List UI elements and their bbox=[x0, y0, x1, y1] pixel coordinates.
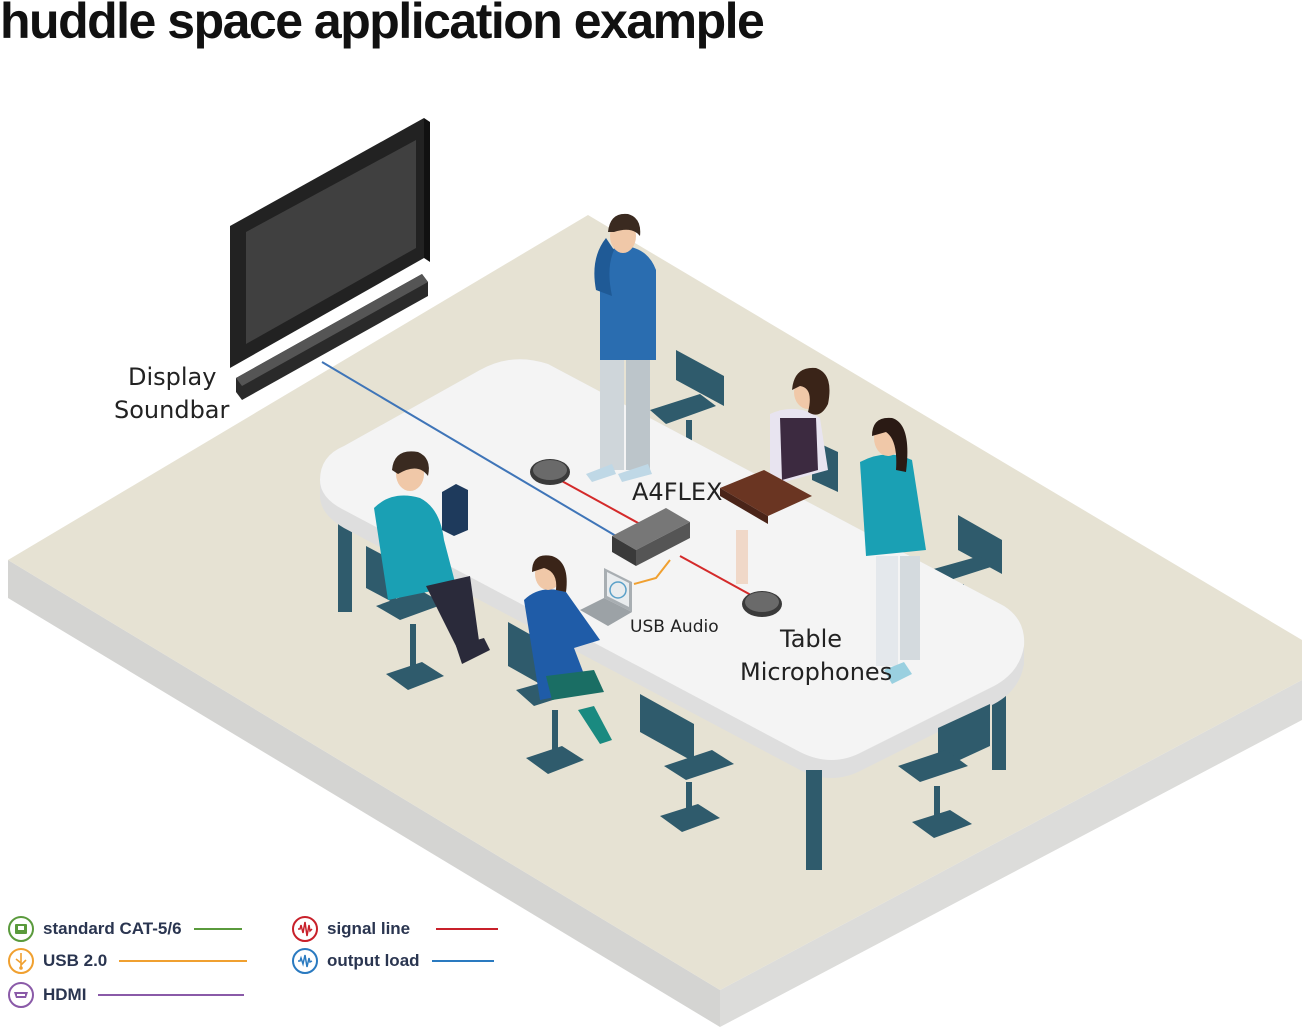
usb-cable bbox=[633, 559, 671, 585]
microphones-label: Microphones bbox=[740, 658, 892, 686]
legend-line bbox=[98, 994, 245, 996]
legend-label: standard CAT-5/6 bbox=[43, 919, 182, 938]
a4flex-device bbox=[612, 508, 690, 566]
wall-display bbox=[230, 118, 430, 368]
legend-usb: USB 2.0 bbox=[8, 946, 248, 976]
usb-icon bbox=[8, 948, 34, 974]
chair-front-right bbox=[898, 704, 990, 838]
person-standing-man bbox=[586, 213, 656, 482]
output-wave-icon bbox=[292, 948, 318, 974]
page-title: huddle space application example bbox=[0, 0, 765, 49]
folder bbox=[720, 470, 812, 524]
table-microphone-2 bbox=[742, 591, 782, 617]
legend-label: output load bbox=[327, 951, 420, 970]
signal-cable-mic-1 bbox=[559, 479, 641, 525]
legend-cat: standard CAT-5/6 bbox=[8, 914, 242, 944]
table-microphone-1 bbox=[530, 459, 570, 485]
person-standing-woman bbox=[860, 417, 926, 684]
legend-output: output load bbox=[292, 946, 494, 976]
signal-wave-icon bbox=[292, 916, 318, 942]
hdmi-port-icon bbox=[8, 982, 34, 1008]
legend-line bbox=[119, 960, 248, 962]
chair-front-middle bbox=[640, 694, 734, 832]
laptop bbox=[580, 568, 632, 626]
display-label: Display bbox=[128, 363, 216, 391]
table-label: Table bbox=[779, 625, 842, 653]
output-load-cable bbox=[321, 361, 617, 537]
person-seated-woman bbox=[736, 367, 830, 584]
ethernet-port-icon bbox=[8, 916, 34, 942]
table-legs-front bbox=[806, 770, 822, 870]
legend-label: signal line bbox=[327, 919, 411, 938]
person-seated-man bbox=[366, 451, 490, 690]
legend-line bbox=[436, 928, 499, 930]
device-label: A4FLEX bbox=[632, 478, 722, 506]
signal-cable-mic-2 bbox=[679, 555, 761, 601]
person-seated-woman-front bbox=[508, 555, 612, 774]
soundbar-label: Soundbar bbox=[114, 396, 230, 424]
soundbar bbox=[236, 274, 428, 400]
usb-audio-label: USB Audio bbox=[630, 617, 719, 637]
cables bbox=[321, 361, 761, 601]
legend-hdmi: HDMI bbox=[8, 980, 245, 1010]
legend-label: HDMI bbox=[43, 985, 87, 1004]
legend-line bbox=[193, 928, 242, 930]
legend-label: USB 2.0 bbox=[43, 951, 108, 970]
legend-signal: signal line bbox=[292, 914, 499, 944]
legend-line bbox=[431, 960, 494, 962]
